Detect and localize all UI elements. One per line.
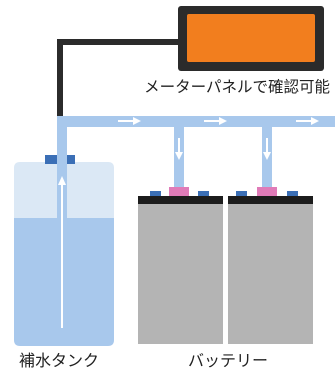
battery-2-terminal-left (236, 191, 247, 196)
flow-arrow-right-2-head (219, 117, 227, 125)
battery-2-refill-port (257, 187, 277, 196)
battery-1-body (138, 202, 223, 344)
flow-arrows (58, 117, 319, 328)
meter-panel (178, 6, 324, 71)
flow-arrow-down-1-head (175, 152, 183, 160)
battery-2-terminal-right (287, 191, 298, 196)
pipe-main (57, 116, 335, 127)
flow-arrow-right-1-head (133, 117, 141, 125)
battery-2-body (228, 202, 313, 344)
meter-panel-label: メーターパネルで確認可能 (144, 78, 330, 96)
battery-1 (138, 187, 223, 344)
battery-caption: バッテリー (188, 351, 268, 370)
battery-2 (228, 187, 313, 344)
signal-cable (57, 39, 180, 162)
tank-caption: 補水タンク (19, 351, 99, 370)
battery-1-terminal-left (150, 191, 161, 196)
battery-1-refill-port (169, 187, 189, 196)
flow-arrow-down-2-head (263, 152, 271, 160)
meter-panel-display (187, 14, 315, 62)
battery-2-top (228, 196, 313, 204)
flow-arrow-up-head (58, 176, 66, 185)
battery-1-top (138, 196, 223, 204)
flow-arrow-right-3-head (311, 117, 319, 125)
battery-1-terminal-right (198, 191, 209, 196)
